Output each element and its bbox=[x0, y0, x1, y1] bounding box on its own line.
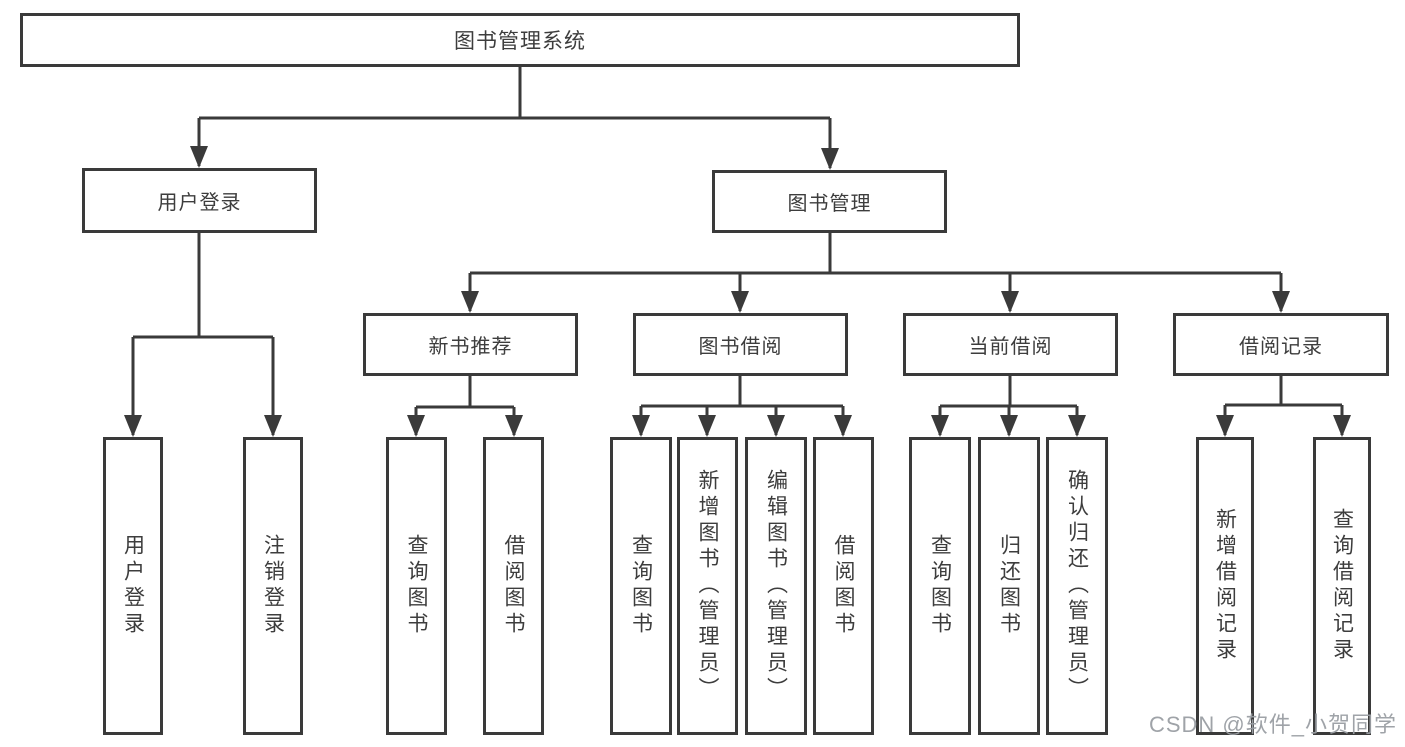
node-borrowing-records: 借阅记录 bbox=[1173, 313, 1389, 376]
node-current-borrowing: 当前借阅 bbox=[903, 313, 1118, 376]
leaf-logout: 注销登录 bbox=[243, 437, 303, 735]
leaf-query-books-recommend: 查询图书 bbox=[386, 437, 447, 735]
leaf-add-books-admin: 新增图书（管理员） bbox=[677, 437, 738, 735]
leaf-query-books-borrowing: 查询图书 bbox=[610, 437, 672, 735]
node-book-management: 图书管理 bbox=[712, 170, 947, 233]
leaf-user-login: 用户登录 bbox=[103, 437, 163, 735]
leaf-return-books: 归还图书 bbox=[978, 437, 1040, 735]
leaf-confirm-return-admin: 确认归还（管理员） bbox=[1046, 437, 1108, 735]
node-book-borrowing: 图书借阅 bbox=[633, 313, 848, 376]
node-library-management-system: 图书管理系统 bbox=[20, 13, 1020, 67]
leaf-edit-books-admin: 编辑图书（管理员） bbox=[745, 437, 807, 735]
leaf-query-books-current: 查询图书 bbox=[909, 437, 971, 735]
leaf-query-borrow-record: 查询借阅记录 bbox=[1313, 437, 1371, 735]
node-user-login: 用户登录 bbox=[82, 168, 317, 233]
leaf-add-borrow-record: 新增借阅记录 bbox=[1196, 437, 1254, 735]
node-new-book-recommendation: 新书推荐 bbox=[363, 313, 578, 376]
leaf-borrow-books-borrowing: 借阅图书 bbox=[813, 437, 874, 735]
leaf-borrow-books-recommend: 借阅图书 bbox=[483, 437, 544, 735]
